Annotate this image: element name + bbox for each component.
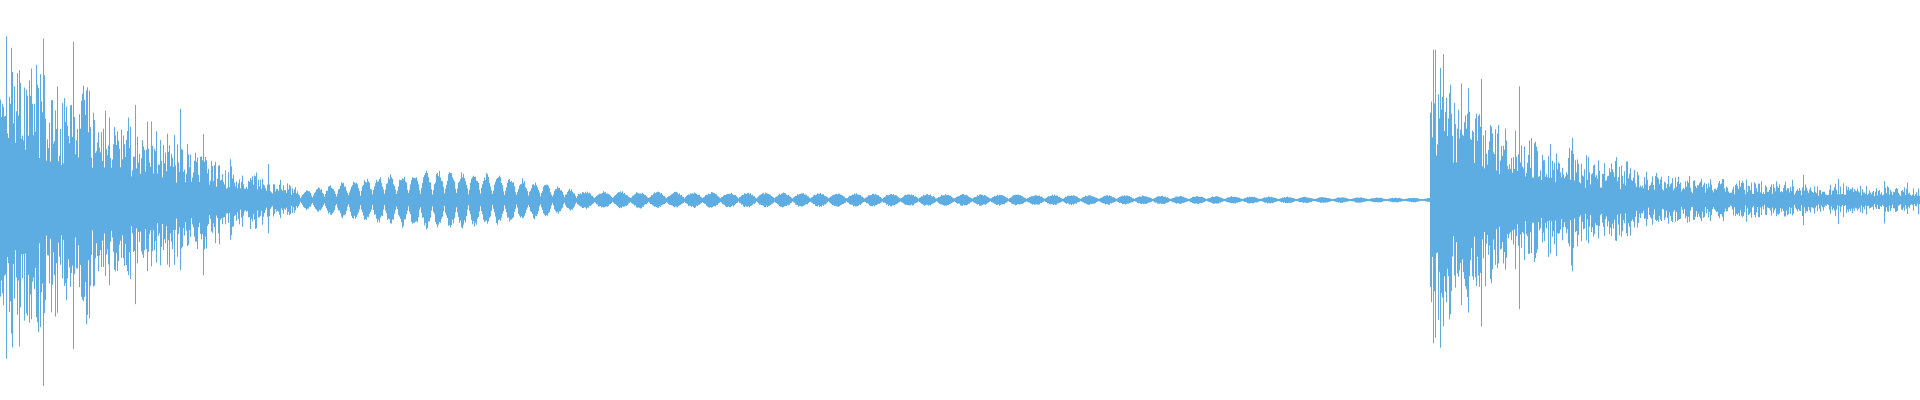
waveform-path	[0, 36, 1920, 386]
waveform-samples	[0, 36, 1920, 386]
